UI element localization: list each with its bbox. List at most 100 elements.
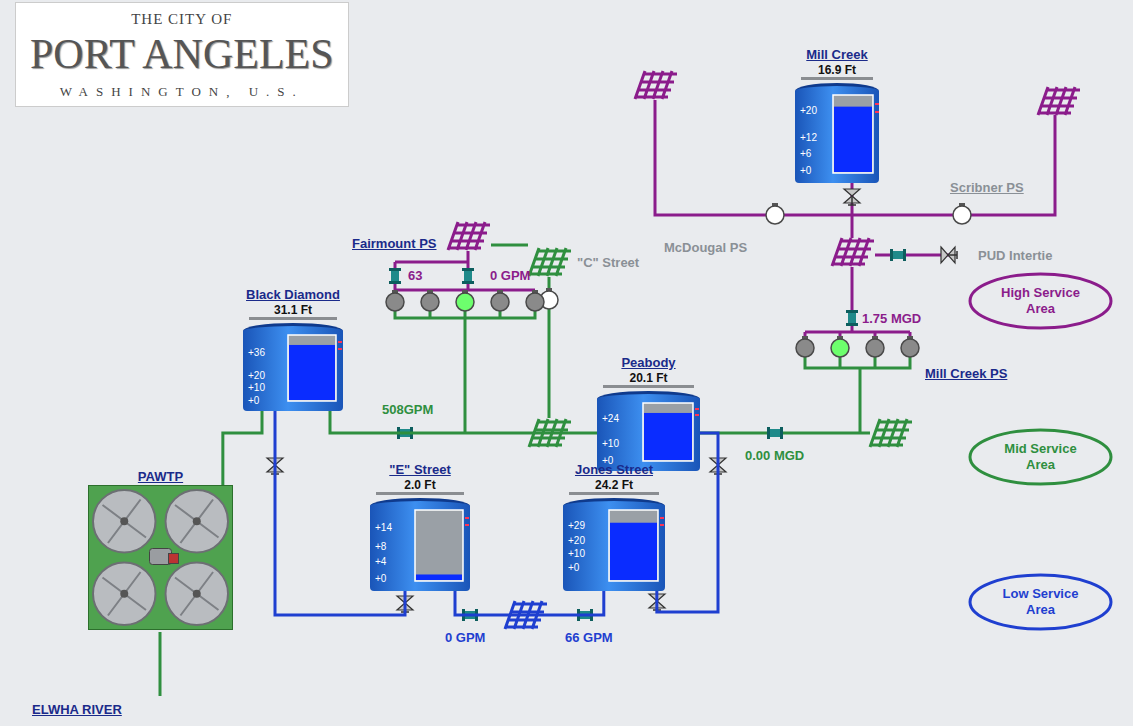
level-fill [610, 523, 657, 580]
level-fill [416, 574, 462, 580]
tank-body: +29+20+10+0 [563, 498, 665, 591]
level-fill [289, 345, 335, 400]
clarifier [166, 563, 229, 626]
scale-mark: +0 [248, 395, 259, 407]
tank-body: +14+8+4+0 [370, 498, 470, 591]
logo-title: PORT ANGELES [30, 28, 334, 80]
scale-mark: +12 [800, 132, 817, 144]
storage-tank: Peabody20.1 Ft+24+10+0 [597, 355, 700, 471]
station-label: PUD Intertie [978, 248, 1052, 263]
level-display [608, 509, 665, 582]
scale-mark: +20 [248, 370, 265, 382]
pipe [655, 100, 1055, 215]
tank-level: 24.2 Ft [569, 478, 659, 495]
tank-header: Mill Creek16.9 Ft [795, 47, 879, 80]
scale-mark: +10 [568, 548, 585, 560]
pump-symbol [456, 290, 474, 311]
scale-mark: +0 [800, 165, 811, 177]
pump-symbol [901, 336, 919, 357]
alarm-mark [695, 409, 699, 415]
station-label: "C" Street [577, 255, 639, 270]
flow-meter [389, 268, 401, 284]
service-area: Low Service Area [968, 573, 1113, 631]
tank-name: Black Diamond [243, 287, 343, 303]
level-display [287, 334, 343, 402]
scale-mark: +14 [375, 522, 392, 534]
tank-header: Jones Street24.2 Ft [563, 462, 665, 495]
pipe-connector [223, 411, 262, 485]
station-label: ELWHA RIVER [32, 702, 122, 717]
area-name: Mid Service Area [991, 441, 1091, 473]
scale-mark: +8 [375, 541, 386, 553]
service-grid [870, 419, 912, 447]
display-frame [833, 95, 873, 173]
station-label: 66 GPM [565, 630, 613, 645]
tank-name: Jones Street [563, 462, 665, 478]
scale-mark: +6 [800, 148, 811, 160]
clarifier-drawing [88, 485, 233, 630]
logo-line: WASHINGTON, U.S. [30, 84, 334, 100]
service-grids [448, 71, 1080, 629]
station-label: 508GPM [382, 402, 433, 417]
tank-level: 20.1 Ft [603, 371, 694, 388]
pumps [386, 203, 971, 357]
storage-tank: "E" Street2.0 Ft+14+8+4+0 [370, 462, 470, 591]
display-frame [643, 403, 693, 461]
storage-tank: Mill Creek16.9 Ft +20 +12 +6 +0 [795, 47, 879, 183]
tank-header: Black Diamond31.1 Ft [243, 287, 343, 320]
tank-name: "E" Street [370, 462, 470, 478]
clarifier [166, 490, 229, 553]
service-grid [635, 71, 677, 99]
plant-body [88, 485, 233, 630]
tank-level: 2.0 Ft [376, 478, 464, 495]
tank-level: 16.9 Ft [801, 63, 873, 80]
display-frame [609, 510, 658, 581]
tank-body: +36 +20+10+0 [243, 323, 343, 411]
tank-body: +24+10+0 [597, 391, 700, 471]
level-fill [834, 107, 872, 172]
service-grid [529, 248, 571, 276]
valve-symbol [941, 247, 957, 263]
scale-mark: +0 [568, 562, 579, 574]
tank-header: Peabody20.1 Ft [597, 355, 700, 388]
alarm-mark [465, 518, 469, 525]
pipe [491, 244, 528, 247]
pump-symbol [831, 336, 849, 357]
station-label: Mill Creek PS [925, 366, 1007, 381]
level-display [414, 509, 470, 582]
station-label: 0 GPM [490, 268, 530, 283]
clarifier [93, 563, 156, 626]
pipe-connector [455, 591, 604, 615]
logo-line: THE CITY OF [30, 11, 334, 28]
flow-meter [846, 310, 858, 326]
tank-body: +20 +12 +6 +0 [795, 83, 879, 183]
storage-tank: Jones Street24.2 Ft+29+20+10+0 [563, 462, 665, 591]
pipe [159, 632, 162, 696]
level-display [832, 94, 880, 174]
scale-mark: +24 [602, 413, 619, 425]
tank-name: Mill Creek [795, 47, 879, 63]
storage-tank: Black Diamond31.1 Ft +36 +20+10+0 [243, 287, 343, 411]
station-label: 63 [408, 268, 422, 283]
scale-mark: +36 [248, 347, 265, 359]
display-frame [415, 510, 463, 581]
flow-meter [767, 427, 783, 439]
alarm-mark [338, 342, 342, 349]
pump-symbol [953, 203, 971, 224]
plant-name: PAWTP [88, 469, 233, 485]
level-display [642, 402, 700, 462]
area-name: Low Service Area [991, 586, 1091, 618]
high-service-pipes [395, 100, 1055, 339]
scale-mark: +10 [248, 382, 265, 394]
scale-mark: +20 [800, 105, 817, 117]
scale-mark: +20 [568, 535, 585, 547]
scale-mark: +10 [602, 438, 619, 450]
clarifier [93, 490, 156, 553]
alarm-mark [660, 518, 664, 525]
city-logo: THE CITY OFPORT ANGELES WASHINGTON, U.S. [15, 2, 349, 107]
alarm-mark [875, 104, 879, 112]
valve-symbol [844, 189, 860, 205]
treatment-plant: PAWTP [88, 469, 233, 630]
pump-symbol [866, 336, 884, 357]
service-grid [832, 238, 874, 266]
